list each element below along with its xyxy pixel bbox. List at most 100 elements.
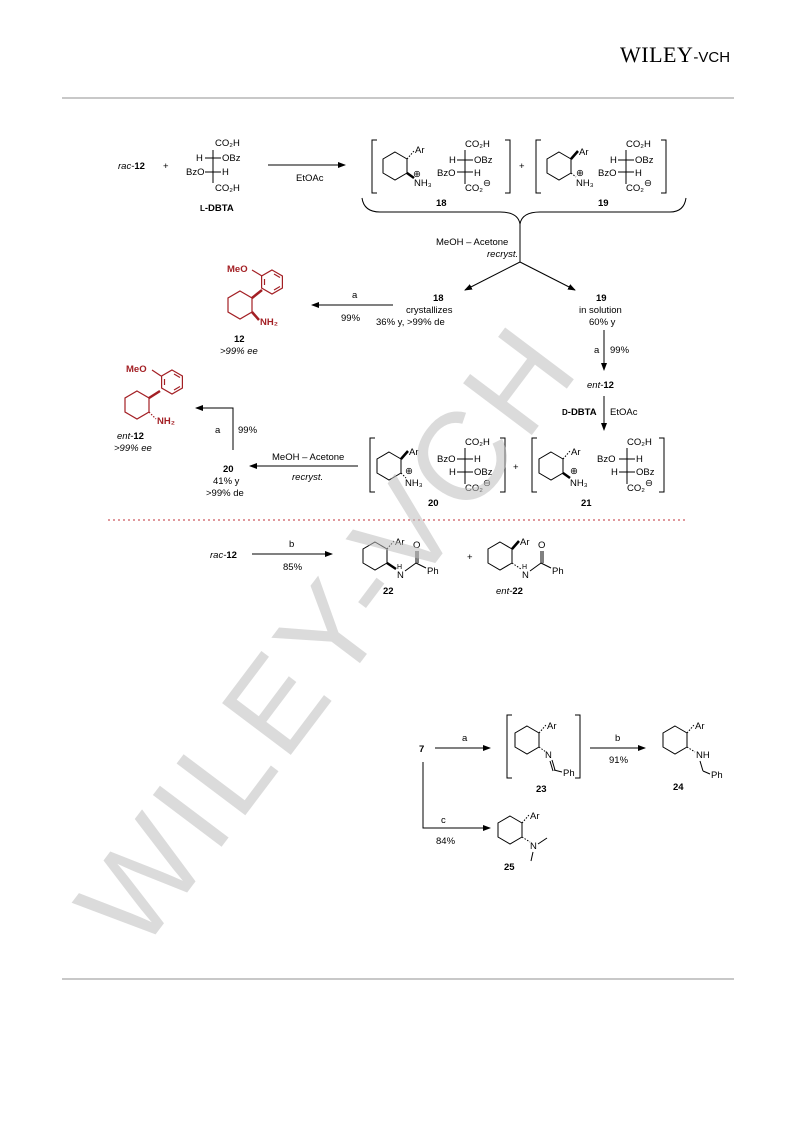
svg-text:N: N (530, 841, 537, 852)
svg-text:H: H (222, 167, 229, 178)
label-b: b (289, 539, 294, 550)
svg-text:OBz: OBz (636, 467, 655, 478)
svg-text:NH: NH (696, 750, 710, 761)
plus-sign-4: + (467, 552, 473, 563)
svg-text:CO₂: CO₂ (626, 183, 644, 194)
svg-text:⊖: ⊖ (483, 178, 491, 189)
svg-text:19: 19 (598, 198, 609, 209)
svg-text:ent-12: ent-12 (117, 431, 144, 442)
svg-text:H: H (196, 153, 203, 164)
yield-91: 91% (609, 755, 629, 766)
grouping-brace (361, 197, 687, 225)
label-a-2: a (594, 345, 600, 356)
svg-text:H: H (522, 564, 527, 571)
svg-text:Ph: Ph (552, 566, 564, 577)
svg-text:BzO: BzO (186, 167, 204, 178)
svg-text:>99% ee: >99% ee (220, 346, 258, 357)
svg-text:BzO: BzO (597, 454, 615, 465)
svg-text:H: H (397, 564, 402, 571)
svg-text:H: H (449, 155, 456, 166)
svg-text:CO₂H: CO₂H (627, 437, 652, 448)
plus-sign: + (163, 161, 169, 172)
svg-text:N: N (545, 750, 552, 761)
svg-text:BzO: BzO (598, 168, 616, 179)
salt-21: Ar ⊕ NH₃ CO₂H BzO H H OBz CO₂ ⊖ 21 (531, 437, 665, 509)
l-dbta-label: L-DBTA (200, 203, 234, 214)
etoac-label-2: EtOAc (610, 407, 638, 418)
svg-text:O: O (538, 540, 545, 551)
svg-text:MeO: MeO (227, 264, 248, 275)
yield-85: 85% (283, 562, 303, 573)
svg-text:12: 12 (234, 334, 245, 345)
svg-text:Ar: Ar (530, 811, 540, 822)
svg-text:⊕: ⊕ (405, 466, 413, 477)
label-a-3: a (215, 425, 221, 436)
yield-99-2: 99% (610, 345, 630, 356)
svg-text:H: H (636, 454, 643, 465)
product-ent-12: MeO NH₂ ent-12 >99% ee (114, 364, 183, 454)
svg-text:H: H (635, 168, 642, 179)
svg-text:O: O (413, 540, 420, 551)
svg-text:⊖: ⊖ (645, 478, 653, 489)
top-rule (62, 97, 734, 99)
svg-text:Ar: Ar (415, 145, 425, 156)
yield-99: 99% (341, 313, 361, 324)
svg-text:Ar: Ar (409, 447, 419, 458)
rac12-label: rac-12 (118, 161, 145, 172)
svg-text:⊖: ⊖ (483, 478, 491, 489)
svg-text:Ar: Ar (579, 147, 589, 158)
svg-text:NH₂: NH₂ (260, 317, 278, 328)
l-dbta-structure: CO₂H H OBz BzO H CO₂H (186, 138, 241, 194)
svg-text:NH₃: NH₃ (405, 478, 423, 489)
svg-text:⊖: ⊖ (644, 178, 652, 189)
d-dbta-label: D-DBTA (562, 407, 597, 418)
svg-text:CO₂: CO₂ (465, 183, 483, 194)
svg-text:Ar: Ar (695, 721, 705, 732)
svg-text:23: 23 (536, 784, 547, 795)
svg-text:OBz: OBz (474, 155, 493, 166)
yield-99-3: 99% (238, 425, 258, 436)
svg-text:CO₂H: CO₂H (215, 138, 240, 149)
svg-text:21: 21 (581, 498, 592, 509)
s20-de: >99% de (206, 488, 244, 499)
compound-7: 7 (419, 744, 424, 755)
salt-20: Ar ⊕ NH₃ CO₂H BzO H H OBz CO₂ ⊖ 20 (369, 437, 506, 509)
svg-text:25: 25 (504, 862, 515, 873)
label-c: c (441, 815, 446, 826)
svg-text:H: H (610, 155, 617, 166)
svg-text:MeO: MeO (126, 364, 147, 375)
imine-23: Ar N Ph 23 (506, 714, 581, 795)
amine-24: Ar NH Ph 24 (662, 721, 723, 793)
svg-text:⊕: ⊕ (413, 169, 421, 180)
svg-text:CO₂: CO₂ (465, 483, 483, 494)
product-ent-22: Ar N H O Ph ent-22 (487, 537, 564, 597)
salt-18: Ar ⊕ NH₃ CO₂H H OBz BzO H CO₂ ⊖ 18 (371, 139, 511, 209)
wiley-vch-logo: WILEY-VCH (620, 42, 731, 67)
s20-title: 20 (223, 464, 234, 475)
svg-text:NH₂: NH₂ (157, 416, 175, 427)
svg-text:>99% ee: >99% ee (114, 443, 152, 454)
arrow-to-19 (519, 261, 576, 291)
bottom-rule (62, 978, 734, 980)
svg-text:NH₃: NH₃ (576, 178, 594, 189)
s20-yield: 41% y (213, 476, 240, 487)
arrow-c-dimethyl (422, 762, 491, 831)
svg-text:⊕: ⊕ (576, 168, 584, 179)
recryst-label-2: recryst. (292, 472, 323, 483)
svg-text:H: H (474, 454, 481, 465)
svg-text:H: H (611, 467, 618, 478)
svg-text:NH₃: NH₃ (414, 178, 432, 189)
svg-text:CO₂: CO₂ (627, 483, 645, 494)
svg-text:Ar: Ar (547, 721, 557, 732)
svg-text:Ph: Ph (563, 768, 575, 779)
svg-text:Ar: Ar (395, 537, 405, 548)
plus-sign-3: + (513, 462, 519, 473)
svg-text:⊕: ⊕ (570, 466, 578, 477)
label-a-4: a (462, 733, 468, 744)
svg-text:CO₂H: CO₂H (215, 183, 240, 194)
s18-yield: 36% y, >99% de (376, 317, 445, 328)
svg-text:N: N (522, 570, 529, 581)
svg-text:Ar: Ar (520, 537, 530, 548)
svg-text:CO₂H: CO₂H (465, 139, 490, 150)
